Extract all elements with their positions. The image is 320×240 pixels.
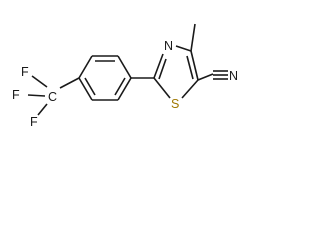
aryl-cf3-bond — [59, 77, 80, 89]
thiazole-c4-c5-double — [186, 55, 194, 80]
nitrile-single-bond — [197, 73, 214, 81]
thiazole-n-c4-bond — [175, 45, 192, 52]
cf-left-bond — [27, 94, 46, 97]
sulfur-ring-label: S — [171, 97, 179, 111]
nitrile-group — [197, 70, 228, 81]
benzene-bond-2 — [117, 55, 132, 79]
benzene-ring — [78, 55, 132, 101]
chemical-structure-diagram: N S N C F F F — [12, 23, 238, 129]
benzene-double-bond-b — [114, 77, 126, 96]
thiazole-c5-s-bond — [181, 79, 199, 99]
thiazole-s-c2-bond — [153, 77, 171, 99]
methyl-bond — [190, 23, 196, 52]
cf-bottom-bond — [37, 103, 48, 116]
trifluoromethyl-group — [27, 75, 80, 116]
benzene-bond-5 — [78, 77, 93, 101]
benzene-double-bond-c — [84, 77, 96, 96]
nitrogen-ring-label: N — [164, 39, 173, 53]
benzene-bond-6 — [78, 55, 93, 79]
thiazole-c4-c5-bond — [190, 50, 199, 81]
nitrile-nitrogen-label: N — [229, 69, 238, 83]
cf-top-bond — [31, 75, 48, 88]
thiazole-c2-n-double — [158, 58, 167, 80]
fluorine-top-label: F — [21, 65, 29, 79]
thiazole-ring — [153, 45, 199, 99]
fluorine-left-label: F — [12, 88, 20, 102]
cf3-carbon-label: C — [48, 90, 57, 104]
fluorine-bottom-label: F — [30, 115, 38, 129]
thiazole-c2-n-bond — [153, 53, 164, 79]
benzene-bond-3 — [117, 77, 132, 101]
